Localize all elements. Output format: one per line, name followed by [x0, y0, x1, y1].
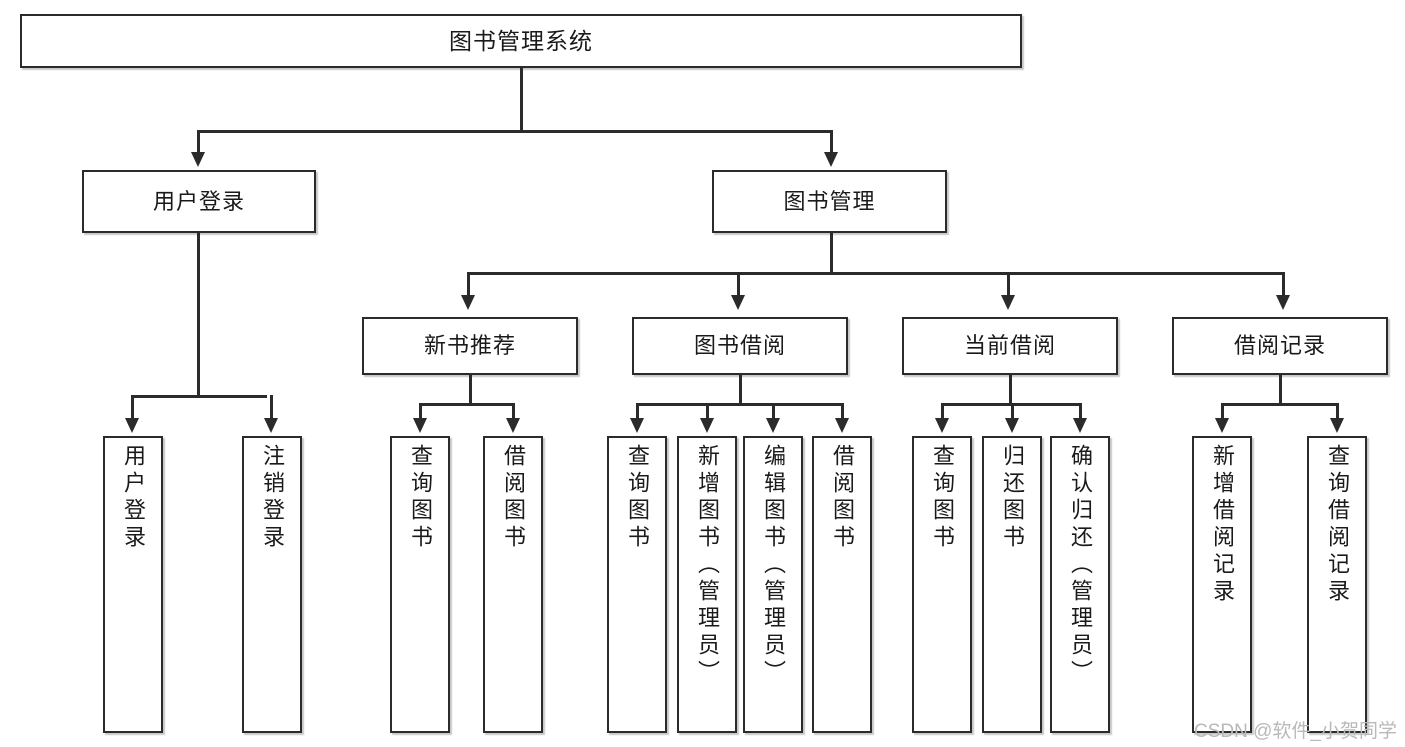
arrow-book-mgmt-to-book-borrow: [731, 295, 745, 310]
arrow-borrow-record-leaf1: [1215, 418, 1229, 433]
arrow-current-borrow-leaf2: [1005, 418, 1019, 433]
leaf-logout[interactable]: 注销登录: [242, 436, 302, 733]
node-label: 当前借阅: [963, 333, 1056, 359]
arrow-book-borrow-leaf4: [835, 418, 849, 433]
connector-book-borrow-leaf2: [706, 403, 709, 420]
connector-new-book-leaf1: [419, 403, 422, 420]
connector-book-mgmt-to-current-borrow: [1007, 272, 1010, 297]
connector-new-book-leaf2: [512, 403, 515, 420]
connector-root-to-user-login: [197, 130, 200, 154]
node-label: 归还图书: [1000, 444, 1025, 552]
connector-new-book-stem: [469, 375, 472, 403]
connector-borrow-record-leaf2: [1336, 403, 1339, 420]
leaf-borrow-book[interactable]: 借阅图书: [812, 436, 872, 733]
node-current-borrow[interactable]: 当前借阅: [902, 317, 1118, 375]
connector-book-mgmt-to-new-book: [467, 272, 470, 297]
node-new-book-recommend[interactable]: 新书推荐: [362, 317, 578, 375]
node-label: 查询图书: [408, 444, 433, 552]
node-label: 确认归还（管理员）: [1068, 444, 1093, 687]
connector-root-bus: [197, 130, 832, 133]
leaf-query-borrow-record[interactable]: 查询借阅记录: [1307, 436, 1367, 733]
arrow-book-mgmt-to-new-book: [461, 295, 475, 310]
node-user-login[interactable]: 用户登录: [82, 170, 316, 233]
connector-book-borrow-stem: [739, 375, 742, 403]
arrow-current-borrow-leaf3: [1073, 418, 1087, 433]
arrow-book-borrow-leaf1: [630, 418, 644, 433]
node-label: 借阅图书: [830, 444, 855, 552]
leaf-user-login[interactable]: 用户登录: [103, 436, 163, 733]
node-label: 注销登录: [260, 444, 285, 552]
connector-user-login-leaf2: [270, 395, 273, 420]
connector-new-book-bus: [419, 403, 513, 406]
connector-current-borrow-leaf2: [1011, 403, 1014, 420]
arrow-root-to-book-mgmt: [824, 152, 838, 167]
arrow-book-borrow-leaf3: [766, 418, 780, 433]
node-label: 编辑图书（管理员）: [761, 444, 786, 687]
leaf-query-book-borrow[interactable]: 查询图书: [607, 436, 667, 733]
connector-book-borrow-bus: [636, 403, 843, 406]
arrow-book-mgmt-to-current-borrow: [1001, 295, 1015, 310]
leaf-add-book-admin[interactable]: 新增图书（管理员）: [677, 436, 737, 733]
connector-book-mgmt-bus: [467, 272, 1284, 275]
leaf-borrow-book-newbook[interactable]: 借阅图书: [483, 436, 543, 733]
connector-book-borrow-leaf4: [841, 403, 844, 420]
arrow-borrow-record-leaf2: [1330, 418, 1344, 433]
node-book-management[interactable]: 图书管理: [712, 170, 947, 233]
arrow-book-borrow-leaf2: [700, 418, 714, 433]
arrow-book-mgmt-to-borrow-record: [1276, 295, 1290, 310]
arrow-new-book-leaf2: [506, 418, 520, 433]
node-label: 图书借阅: [693, 333, 786, 359]
leaf-edit-book-admin[interactable]: 编辑图书（管理员）: [743, 436, 803, 733]
leaf-add-borrow-record[interactable]: 新增借阅记录: [1192, 436, 1252, 733]
connector-borrow-record-leaf1: [1221, 403, 1224, 420]
connector-book-borrow-leaf1: [636, 403, 639, 420]
connector-user-login-bus: [131, 395, 267, 398]
node-label: 图书管理系统: [449, 27, 593, 54]
leaf-return-book[interactable]: 归还图书: [982, 436, 1042, 733]
arrow-root-to-user-login: [191, 152, 205, 167]
watermark: CSDN @软件_小贺同学: [1194, 721, 1397, 742]
connector-user-login-leaf1: [131, 395, 134, 420]
connector-book-mgmt-to-book-borrow: [737, 272, 740, 297]
connector-current-borrow-leaf1: [941, 403, 944, 420]
leaf-query-book-current[interactable]: 查询图书: [912, 436, 972, 733]
node-label: 借阅记录: [1233, 333, 1326, 359]
connector-book-mgmt-to-borrow-record: [1282, 272, 1285, 297]
node-borrow-record[interactable]: 借阅记录: [1172, 317, 1388, 375]
node-label: 查询借阅记录: [1325, 444, 1350, 606]
connector-root-to-book-mgmt: [830, 130, 833, 154]
node-label: 查询图书: [625, 444, 650, 552]
connector-user-login-stem: [197, 233, 200, 395]
arrow-user-login-leaf2: [264, 418, 278, 433]
connector-book-borrow-leaf3: [772, 403, 775, 420]
connector-current-borrow-leaf3: [1079, 403, 1082, 420]
arrow-new-book-leaf1: [413, 418, 427, 433]
connector-borrow-record-bus: [1221, 403, 1338, 406]
node-label: 用户登录: [152, 188, 245, 214]
leaf-confirm-return-admin[interactable]: 确认归还（管理员）: [1050, 436, 1110, 733]
leaf-query-book-newbook[interactable]: 查询图书: [390, 436, 450, 733]
node-label: 图书管理: [783, 188, 876, 214]
node-book-borrow[interactable]: 图书借阅: [632, 317, 848, 375]
connector-book-mgmt-stem: [830, 233, 833, 272]
node-label: 新书推荐: [423, 333, 516, 359]
node-label: 新增借阅记录: [1210, 444, 1235, 606]
arrow-user-login-leaf1: [125, 418, 139, 433]
connector-borrow-record-stem: [1279, 375, 1282, 403]
arrow-current-borrow-leaf1: [935, 418, 949, 433]
node-label: 借阅图书: [501, 444, 526, 552]
node-root-system[interactable]: 图书管理系统: [20, 14, 1022, 68]
connector-root-stem: [520, 68, 523, 130]
node-label: 用户登录: [121, 444, 146, 552]
connector-current-borrow-stem: [1009, 375, 1012, 403]
node-label: 查询图书: [930, 444, 955, 552]
node-label: 新增图书（管理员）: [695, 444, 720, 687]
